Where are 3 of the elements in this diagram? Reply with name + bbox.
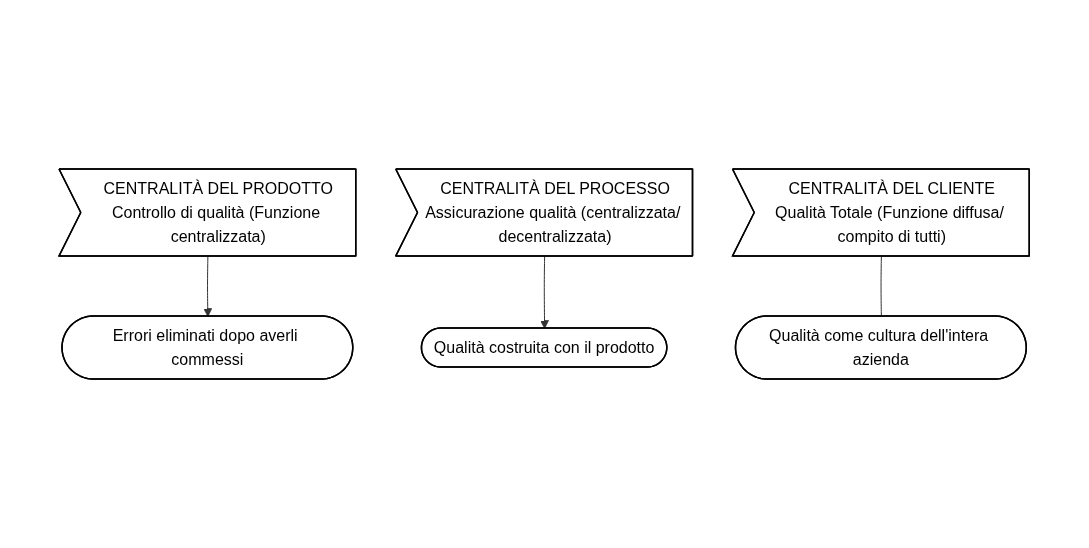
arrow: [540, 256, 550, 329]
arrow: [203, 256, 213, 317]
connector: [880, 256, 883, 317]
